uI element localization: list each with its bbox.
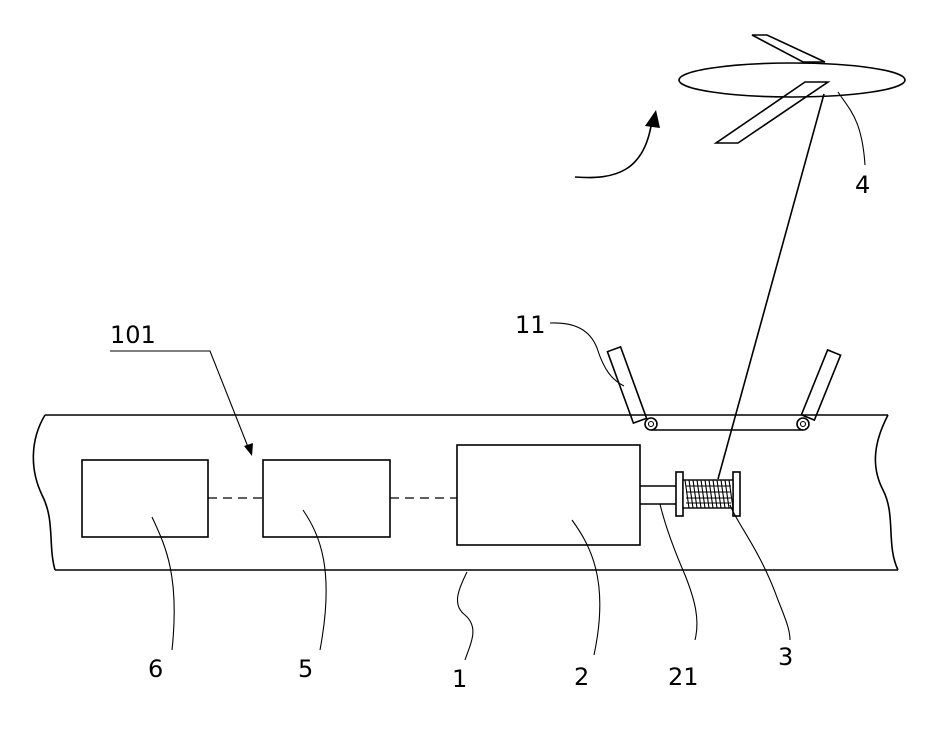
label-1: 1 — [452, 665, 467, 693]
winch-coil-icon — [676, 472, 740, 516]
leader-lines — [110, 92, 865, 660]
label-5: 5 — [298, 655, 313, 683]
label-2: 2 — [574, 663, 589, 691]
label-6: 6 — [148, 655, 163, 683]
motor-box — [457, 445, 640, 545]
curved-arrow-icon — [575, 110, 660, 178]
roller-right — [797, 350, 841, 430]
aircraft-icon — [679, 35, 905, 143]
label-21: 21 — [668, 663, 699, 691]
roller-left — [607, 347, 657, 430]
unit-5-box — [263, 460, 390, 537]
label-4: 4 — [855, 171, 870, 199]
label-11: 11 — [515, 311, 546, 339]
unit-6-box — [82, 460, 208, 537]
label-101: 101 — [110, 321, 156, 349]
label-3: 3 — [778, 643, 793, 671]
output-shaft — [640, 486, 676, 504]
